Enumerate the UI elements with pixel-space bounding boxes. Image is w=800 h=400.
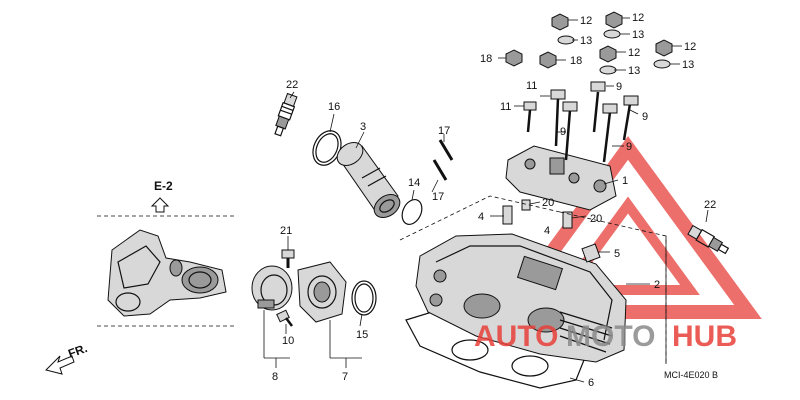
callout-10: 10 — [282, 335, 294, 347]
direction-label: FR. — [66, 341, 89, 361]
callout-12d: 12 — [684, 41, 696, 53]
callout-11a: 11 — [500, 101, 511, 113]
callout-2: 2 — [654, 279, 660, 291]
callout-14: 14 — [408, 177, 420, 189]
drawing-code: MCI-4E020 B — [664, 370, 718, 380]
callout-9d: 9 — [626, 141, 632, 153]
callout-17b: 17 — [432, 191, 444, 203]
callout-1: 1 — [622, 175, 628, 187]
callout-13c: 13 — [628, 65, 640, 77]
callout-22a: 22 — [286, 79, 298, 91]
sleeve-5 — [581, 243, 601, 263]
spark-plug-left — [274, 92, 298, 137]
stud-bolts-17 — [432, 139, 454, 181]
watermark-auto: AUTO — [474, 320, 558, 353]
callout-12a: 12 — [580, 15, 592, 27]
callout-12b: 12 — [632, 12, 644, 24]
o-ring-15 — [351, 280, 377, 316]
callout-4b: 4 — [544, 225, 550, 237]
watermark-moto: MOTO — [566, 320, 655, 353]
callout-22b: 22 — [704, 199, 716, 211]
callout-20b: 20 — [590, 213, 602, 225]
callout-8: 8 — [272, 371, 278, 383]
o-ring-14 — [401, 199, 423, 225]
callout-9b: 9 — [560, 126, 566, 138]
callout-13a: 13 — [580, 35, 592, 47]
callout-17a: 17 — [438, 125, 450, 137]
callout-11b: 11 — [526, 80, 537, 92]
section-label: E-2 — [154, 179, 173, 193]
bolt-10 — [276, 309, 293, 327]
spark-plug-right — [687, 224, 730, 255]
section-marker-e2: E-2 — [150, 179, 173, 213]
callout-labels: 1 2 3 4 4 5 6 7 8 9 9 9 9 10 11 11 12 12… — [272, 12, 716, 389]
callout-12c: 12 — [628, 47, 640, 59]
callout-18b: 18 — [570, 55, 582, 67]
callout-5: 5 — [614, 248, 620, 260]
watermark-triangle-logo — [494, 136, 762, 319]
insulator-7 — [297, 261, 347, 323]
watermark-text: AUTO MOTO HUB — [474, 320, 737, 353]
callout-13d: 13 — [682, 59, 694, 71]
callout-18a: 18 — [480, 53, 492, 65]
bolt-21 — [281, 249, 295, 268]
cylinder-head-2 — [415, 233, 627, 363]
callout-16: 16 — [328, 101, 340, 113]
callout-9c: 9 — [642, 111, 648, 123]
callout-3: 3 — [360, 121, 366, 133]
callout-4a: 4 — [478, 211, 484, 223]
watermark-hub: HUB — [672, 320, 737, 353]
insulator-8 — [251, 265, 293, 311]
callout-13b: 13 — [632, 29, 644, 41]
leader-lines — [263, 17, 709, 383]
dowel-pin-4b — [562, 211, 573, 229]
front-direction-arrow: FR. — [45, 341, 89, 375]
intake-insulator-3 — [336, 142, 401, 218]
dowel-pin-4 — [502, 205, 513, 225]
callout-21: 21 — [280, 225, 292, 237]
callout-6: 6 — [588, 377, 594, 389]
callout-7: 7 — [342, 371, 348, 383]
callout-20a: 20 — [542, 197, 554, 209]
callout-9a: 9 — [616, 81, 622, 93]
thermostat-housing-inset — [97, 215, 234, 327]
callout-15: 15 — [356, 329, 368, 341]
camshaft-holder-1 — [505, 145, 617, 211]
